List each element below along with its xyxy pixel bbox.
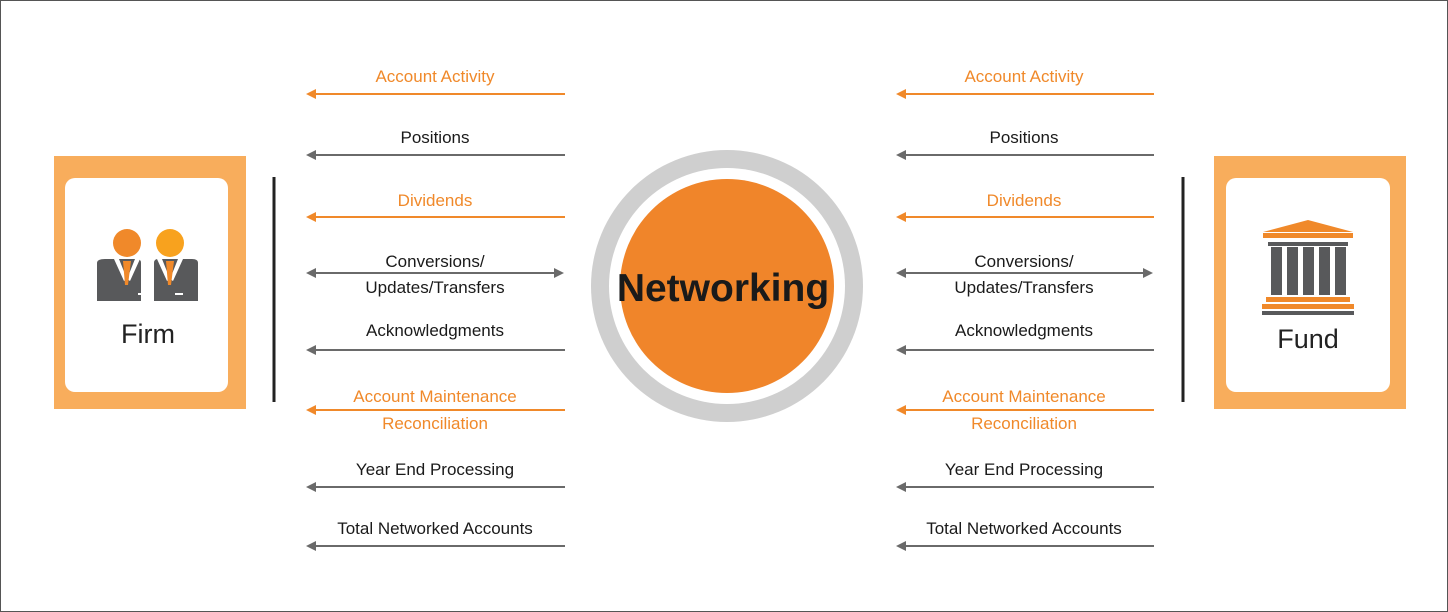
- firm-flow-label-1-0: Positions: [401, 128, 470, 147]
- firm-box-panel: [65, 178, 228, 392]
- firm-flow-label-7-0: Total Networked Accounts: [337, 519, 533, 538]
- firm-flow-label-4-0: Acknowledgments: [366, 321, 504, 340]
- bank-building-icon: [1262, 220, 1354, 315]
- fund-label: Fund: [1277, 324, 1339, 354]
- fund-box: Fund: [1214, 156, 1406, 409]
- fund-flow-label-5-0: Account Maintenance: [942, 387, 1106, 406]
- fund-flow-label-5-1: Reconciliation: [971, 414, 1077, 433]
- firm-box: Firm: [54, 156, 246, 409]
- fund-flow-label-6-0: Year End Processing: [945, 460, 1103, 479]
- firm-flow-label-3-1: Updates/Transfers: [365, 278, 504, 297]
- firm-flow-label-5-0: Account Maintenance: [353, 387, 517, 406]
- fund-flow-label-1-0: Positions: [990, 128, 1059, 147]
- fund-flow-label-3-1: Updates/Transfers: [954, 278, 1093, 297]
- firm-flow-label-2-0: Dividends: [398, 191, 473, 210]
- hub-core: [620, 179, 834, 393]
- firm-side-flows: Account ActivityPositionsDividendsConver…: [306, 67, 565, 551]
- firm-flow-label-0-0: Account Activity: [375, 67, 495, 86]
- fund-flow-label-0-0: Account Activity: [964, 67, 1084, 86]
- fund-flow-label-7-0: Total Networked Accounts: [926, 519, 1122, 538]
- firm-flow-label-3-0: Conversions/: [385, 252, 484, 271]
- center-label: Networking: [617, 267, 829, 310]
- networking-hub: Networking: [591, 150, 863, 422]
- business-people-icon: [97, 229, 198, 301]
- firm-flow-label-5-1: Reconciliation: [382, 414, 488, 433]
- firm-flow-label-6-0: Year End Processing: [356, 460, 514, 479]
- fund-flow-label-4-0: Acknowledgments: [955, 321, 1093, 340]
- fund-side-flows: Account ActivityPositionsDividendsConver…: [896, 67, 1154, 551]
- firm-label: Firm: [121, 319, 175, 349]
- fund-flow-label-3-0: Conversions/: [974, 252, 1073, 271]
- fund-flow-label-2-0: Dividends: [987, 191, 1062, 210]
